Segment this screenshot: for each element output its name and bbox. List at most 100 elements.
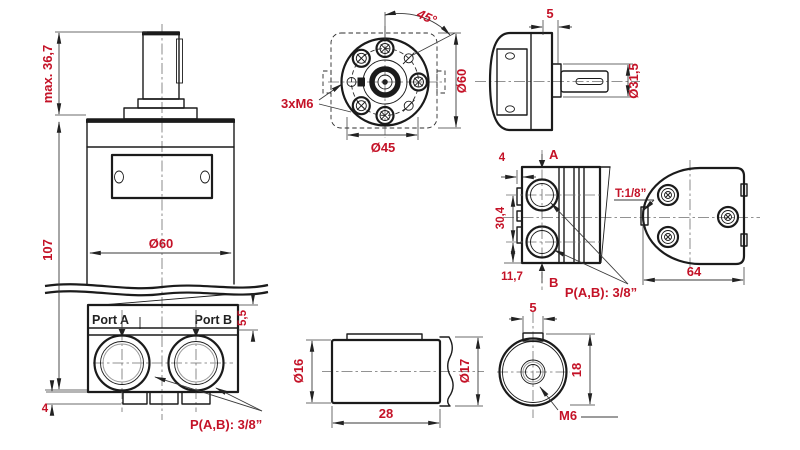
block-port-b-thread xyxy=(530,230,554,254)
screw-right xyxy=(408,72,429,92)
screw-upper-left xyxy=(351,48,371,68)
rear-drain-boss xyxy=(640,206,649,226)
shaft-end-thread-minor xyxy=(525,364,541,380)
side-plate-hole-bottom xyxy=(505,105,515,113)
side-keyway xyxy=(575,78,604,85)
port-block-view: A B 4 30,4 11,7 P(A,B): 3/8” T:1/8” xyxy=(495,147,760,300)
front-flange xyxy=(123,107,198,120)
side-name-plate xyxy=(496,48,528,116)
leader-m6-left xyxy=(318,83,343,101)
port-b-thread-outer xyxy=(174,341,218,385)
dim-height: 107 xyxy=(40,239,55,261)
front-body-cap xyxy=(86,118,235,148)
leader-port-b xyxy=(215,387,263,412)
face-center-dot xyxy=(382,79,388,85)
shaft-key xyxy=(346,333,423,341)
block-boss-middle xyxy=(516,210,523,222)
rear-bolt-upper-left xyxy=(656,183,680,207)
dim-arc-angle xyxy=(384,10,451,36)
face-left-boss xyxy=(322,70,332,94)
block-boss-top xyxy=(516,187,523,206)
m6-hole-upper-right-slash xyxy=(402,52,415,65)
block-port-b xyxy=(525,225,559,259)
m6-hole-left xyxy=(346,77,357,87)
dim-rear-width: 64 xyxy=(687,264,702,279)
dim-foot-height: 4 xyxy=(42,403,49,415)
leader-block-port-a xyxy=(550,202,629,285)
dim-face-diameter: Ø60 xyxy=(454,69,469,94)
front-name-plate xyxy=(110,153,214,200)
side-plate-hole-top xyxy=(505,52,515,60)
plate-hole-right xyxy=(200,170,210,184)
screw-lower-left xyxy=(351,96,371,116)
face-shaft-bore xyxy=(377,74,393,90)
ext-angle-diagonal xyxy=(410,32,456,57)
plate-hole-left xyxy=(114,170,124,184)
block-port-a-thread xyxy=(530,183,554,207)
axis-b-label: B xyxy=(549,275,558,290)
foot-3 xyxy=(181,391,211,405)
face-seal-ring xyxy=(369,66,401,98)
face-m6-holes xyxy=(346,52,415,112)
side-view: 5 Ø31,5 xyxy=(475,6,641,132)
m6-hole-upper-right xyxy=(403,53,414,64)
port-a-arrow xyxy=(118,329,126,337)
thread-holes-label: 3xM6 xyxy=(281,96,314,111)
axis-b-arrow xyxy=(538,263,546,271)
rear-bolt-lower-left xyxy=(656,225,680,249)
m6-hole-lower-right xyxy=(403,100,414,111)
break-line-2 xyxy=(44,290,269,297)
rear-view: 64 xyxy=(640,160,748,285)
dim-pilot-diameter: Ø31,5 xyxy=(626,63,641,98)
shaft-stub-break xyxy=(439,336,454,407)
block-port-a xyxy=(525,178,559,212)
leader-port-a xyxy=(154,376,263,412)
dim-key-width: 5 xyxy=(529,300,536,315)
foot-2 xyxy=(149,391,179,405)
side-pilot-collar xyxy=(551,63,562,98)
block-boss-bottom xyxy=(516,226,523,244)
block-break-edge xyxy=(101,293,235,306)
break-line-1 xyxy=(44,283,269,290)
dim-port-spacing: 30,4 xyxy=(495,206,507,229)
dim-pilot-length: 5 xyxy=(546,6,553,21)
face-screws xyxy=(351,38,429,126)
axis-a-label: A xyxy=(549,147,559,162)
dim-max-height: max. 36,7 xyxy=(40,45,55,104)
dim-angle: 45° xyxy=(414,6,440,28)
leader-m6-lower xyxy=(318,103,352,113)
dim-bolt-circle: Ø45 xyxy=(371,140,396,155)
drain-label: T:1/8” xyxy=(615,188,646,200)
rear-port-boss-bottom xyxy=(740,233,748,247)
leader-block-port-b xyxy=(553,249,629,285)
dim-boss-depth: 4 xyxy=(499,152,506,164)
port-b-thread-inner xyxy=(176,343,216,383)
dim-shaft-diameter: Ø16 xyxy=(291,359,306,384)
rear-bolt-right xyxy=(716,205,740,229)
shaft-end-bore xyxy=(520,359,546,385)
foot-1 xyxy=(122,391,148,405)
ports-size-label: P(A,B): 3/8” xyxy=(190,417,262,432)
face-keyway xyxy=(357,77,365,87)
screw-bottom xyxy=(375,105,395,126)
rear-body xyxy=(641,166,746,266)
block-break-diagonal xyxy=(600,166,611,264)
dim-stub-diameter: Ø17 xyxy=(457,359,472,384)
shaft-end-key xyxy=(522,332,544,342)
port-a-thread-outer xyxy=(100,341,144,385)
leader-drain xyxy=(643,199,655,211)
rear-bolts xyxy=(656,183,740,249)
side-shaft xyxy=(560,70,609,93)
shaft-end-view: 5 18 M6 xyxy=(497,300,618,423)
side-body xyxy=(488,31,554,132)
port-b-label: Port B xyxy=(195,313,233,327)
shaft-end-thread-ring xyxy=(522,361,544,383)
rear-port-boss-top xyxy=(740,183,748,197)
m6-hole-lower-right-slash xyxy=(402,99,415,112)
front-shaft-key xyxy=(176,38,183,84)
front-shaft xyxy=(142,31,180,100)
port-a-thread-inner xyxy=(102,343,142,383)
axis-a-arrow xyxy=(538,160,546,168)
